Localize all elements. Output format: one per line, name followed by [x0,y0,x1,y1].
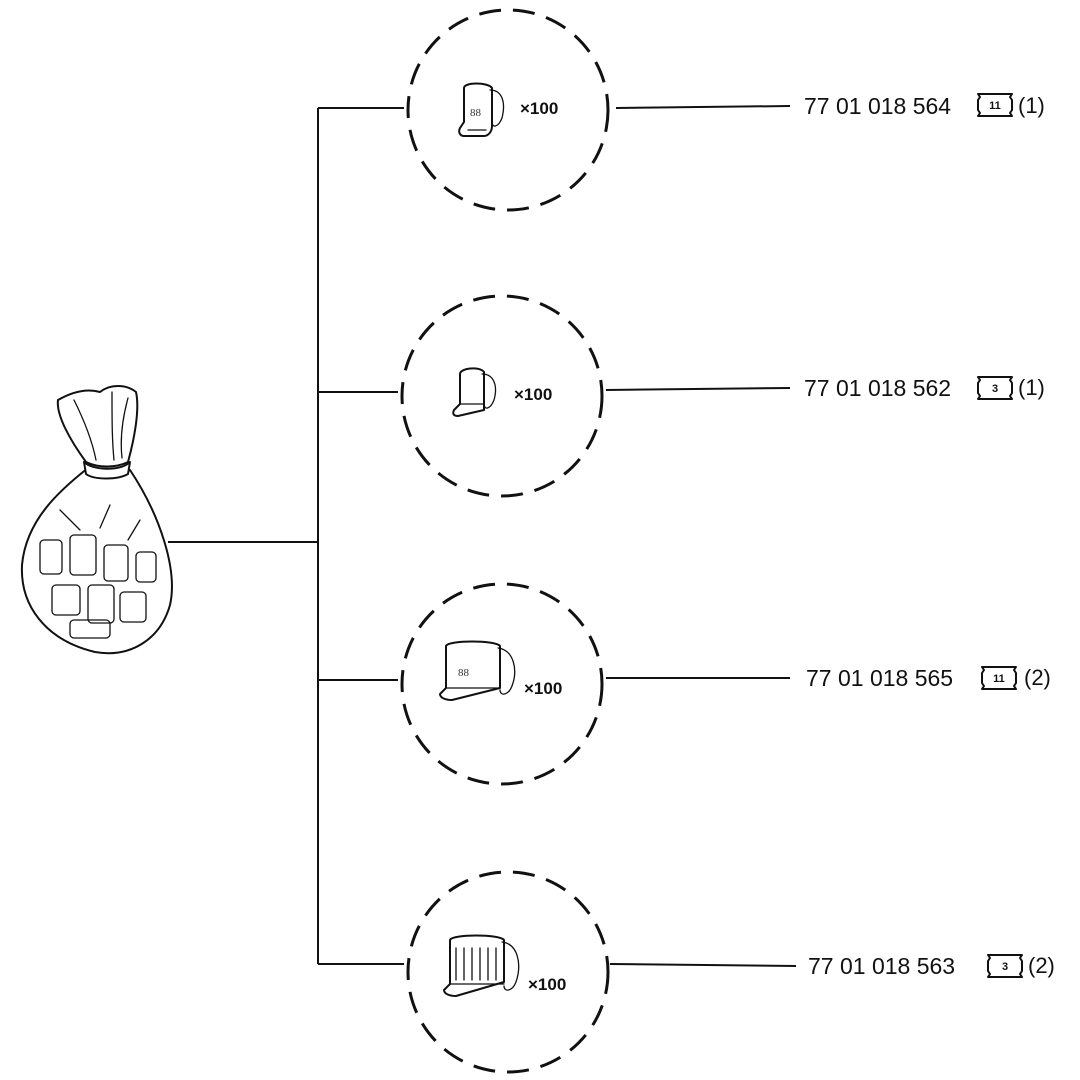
part-row: ×100 77 01 018 563 3 (2) [406,870,1055,1074]
part-number: 77 01 018 563 [808,953,955,979]
code-value: 3 [992,383,998,395]
bag-of-clips-icon [20,385,173,655]
clip-marking: 88 [470,107,482,119]
note-label: (1) [1018,93,1045,118]
detail-circle [406,870,610,1074]
note-label: (2) [1024,665,1051,690]
code-box-icon: 3 [977,376,1013,400]
spring-clip-icon [443,934,520,997]
spring-clip-icon: 88 [439,640,516,701]
spring-clip-icon [452,367,497,417]
code-box-icon: 3 [987,954,1023,978]
note-label: (2) [1028,953,1055,978]
detail-circle [400,294,604,498]
detail-circle [400,582,604,786]
part-number: 77 01 018 562 [804,375,951,401]
code-box-icon: 11 [981,666,1017,690]
connector-lines [168,107,404,965]
clip-marking: 88 [458,667,470,679]
code-value: 11 [993,673,1005,685]
quantity-label: ×100 [524,679,562,698]
code-value: 11 [989,100,1001,112]
quantity-label: ×100 [520,99,558,118]
spring-clip-icon: 88 [458,82,505,137]
quantity-label: ×100 [514,385,552,404]
part-row: ×100 77 01 018 562 3 (1) [400,294,1045,498]
part-number: 77 01 018 564 [804,93,951,119]
part-row: 88 ×100 77 01 018 564 11 (1) [406,8,1045,212]
note-label: (1) [1018,375,1045,400]
quantity-label: ×100 [528,975,566,994]
part-number: 77 01 018 565 [806,665,953,691]
code-value: 3 [1002,961,1008,973]
detail-circle [406,8,610,212]
code-box-icon: 11 [977,93,1013,117]
part-row: 88 ×100 77 01 018 565 11 (2) [400,582,1051,786]
